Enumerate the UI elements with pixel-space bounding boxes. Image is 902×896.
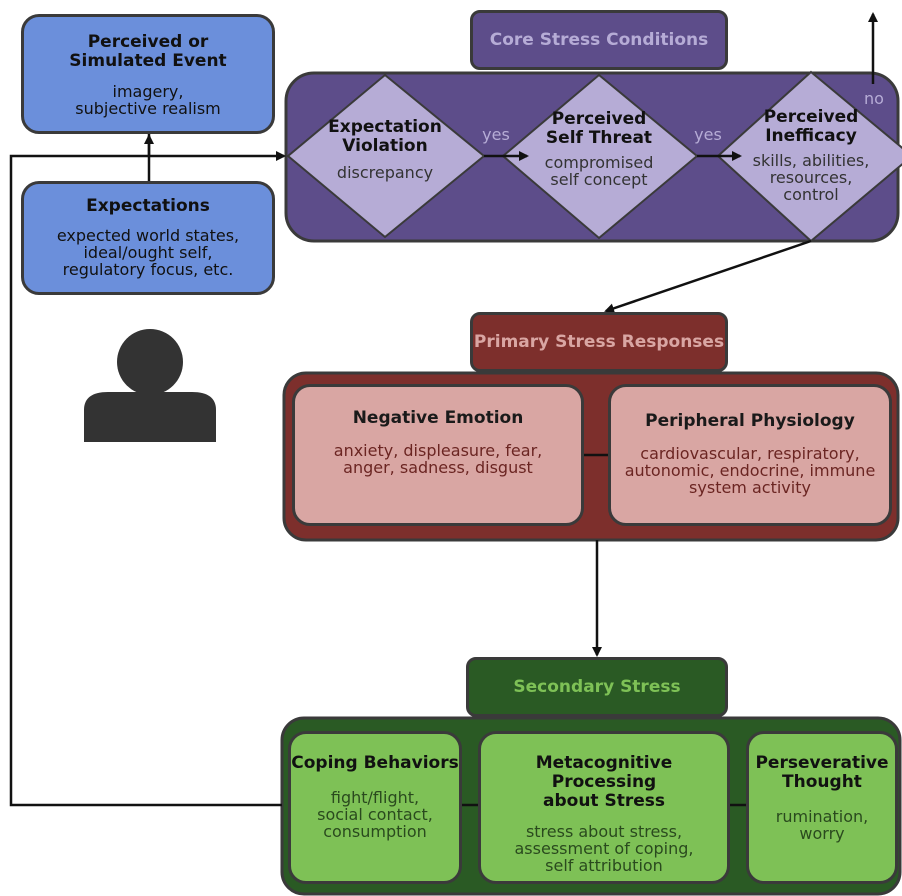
peripheral-physiology-box: Peripheral Physiology cardiovascular, re…	[608, 384, 892, 526]
feedback-loop	[9, 154, 282, 807]
negative-emotion-title: Negative Emotion	[352, 408, 524, 428]
coping-behaviors-title: Coping Behaviors	[291, 753, 459, 773]
yes-label-1: yes	[482, 125, 510, 144]
coping-behaviors-box: Coping Behaviors fight/flight, social co…	[288, 731, 462, 884]
expectation-violation-title: Expectation Violation	[328, 117, 442, 156]
perceived-event-desc: imagery, subjective realism	[75, 82, 221, 118]
primary-responses-header: Primary Stress Responses	[470, 312, 728, 372]
expectations-desc: expected world states, ideal/ought self,…	[56, 226, 240, 279]
self-threat-title: Perceived Self Threat	[545, 109, 653, 148]
to-primary-arrow	[604, 239, 812, 314]
metacognitive-processing-box: Metacognitive Processing about Stress st…	[478, 731, 730, 884]
expectation-violation-desc: discrepancy	[336, 163, 434, 182]
yes-label-2: yes	[694, 125, 722, 144]
core-conditions-header: Core Stress Conditions	[470, 10, 728, 70]
no-label: no	[864, 89, 884, 108]
expectation-violation-label: Expectation Violation discrepancy	[300, 117, 470, 182]
negative-emotion-desc: anxiety, displeasure, fear, anger, sadne…	[333, 441, 543, 477]
peripheral-physiology-title: Peripheral Physiology	[645, 411, 855, 431]
person-icon	[84, 329, 216, 442]
metacognitive-processing-desc: stress about stress, assessment of copin…	[514, 822, 694, 875]
self-threat-desc: compromised self concept	[544, 153, 654, 189]
metacognitive-processing-title: Metacognitive Processing about Stress	[535, 753, 673, 811]
perseverative-thought-desc: rumination, worry	[775, 807, 869, 843]
perceived-event-title: Perceived or Simulated Event	[69, 32, 227, 71]
expectation-violation-diamond	[286, 73, 486, 239]
self-threat-label: Perceived Self Threat compromised self c…	[514, 109, 684, 189]
coping-behaviors-desc: fight/flight, social contact, consumptio…	[317, 788, 433, 841]
inefficacy-title: Perceived Inefficacy	[763, 107, 859, 146]
negative-emotion-box: Negative Emotion anxiety, displeasure, f…	[292, 384, 584, 526]
inefficacy-label: Perceived Inefficacy skills, abilities, …	[730, 107, 892, 204]
perseverative-thought-box: Perseverative Thought rumination, worry	[746, 731, 898, 884]
expectations-box: Expectations expected world states, idea…	[21, 181, 275, 295]
peripheral-physiology-desc: cardiovascular, respiratory, autonomic, …	[624, 444, 876, 497]
perceived-event-box: Perceived or Simulated Event imagery, su…	[21, 14, 275, 134]
expectations-title: Expectations	[86, 196, 210, 216]
perseverative-thought-title: Perseverative Thought	[755, 753, 889, 792]
secondary-responses-header: Secondary Stress Responses	[466, 657, 728, 751]
self-threat-diamond	[501, 73, 699, 240]
inefficacy-desc: skills, abilities, resources, control	[752, 151, 870, 204]
